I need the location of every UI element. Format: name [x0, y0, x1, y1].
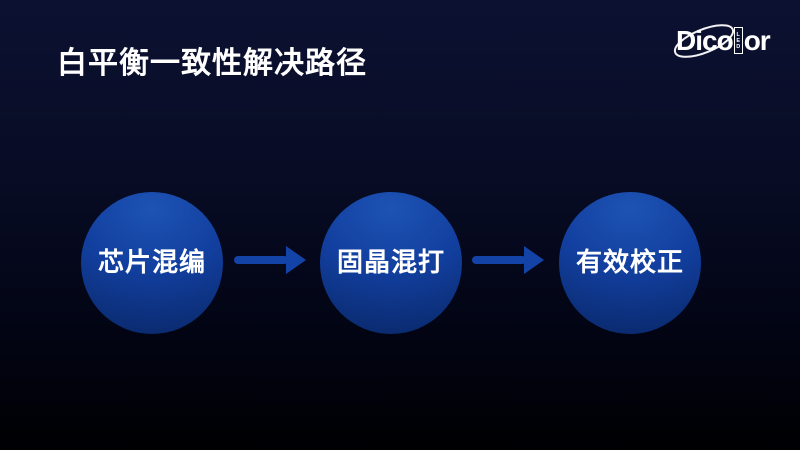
arrow-right-icon: [234, 246, 306, 274]
step-label: 有效校正: [575, 247, 684, 278]
logo-led-badge: LED: [733, 27, 743, 54]
dicolor-logo: Dico LED or: [673, 23, 771, 58]
logo-text-left: Dico: [676, 25, 734, 56]
step-label: 芯片混编: [97, 247, 206, 278]
arrow-right-icon: [472, 246, 544, 274]
logo-led-text: LED: [735, 31, 742, 50]
step-circle-effective-calibration: 有效校正: [559, 192, 701, 334]
step-label: 固晶混打: [336, 247, 445, 278]
page-title: 白平衡一致性解决路径: [57, 46, 367, 81]
step-circle-die-bond-mixing: 固晶混打: [320, 192, 462, 334]
logo-text-right: or: [743, 25, 771, 56]
step-circle-chip-mixing: 芯片混编: [81, 192, 223, 334]
